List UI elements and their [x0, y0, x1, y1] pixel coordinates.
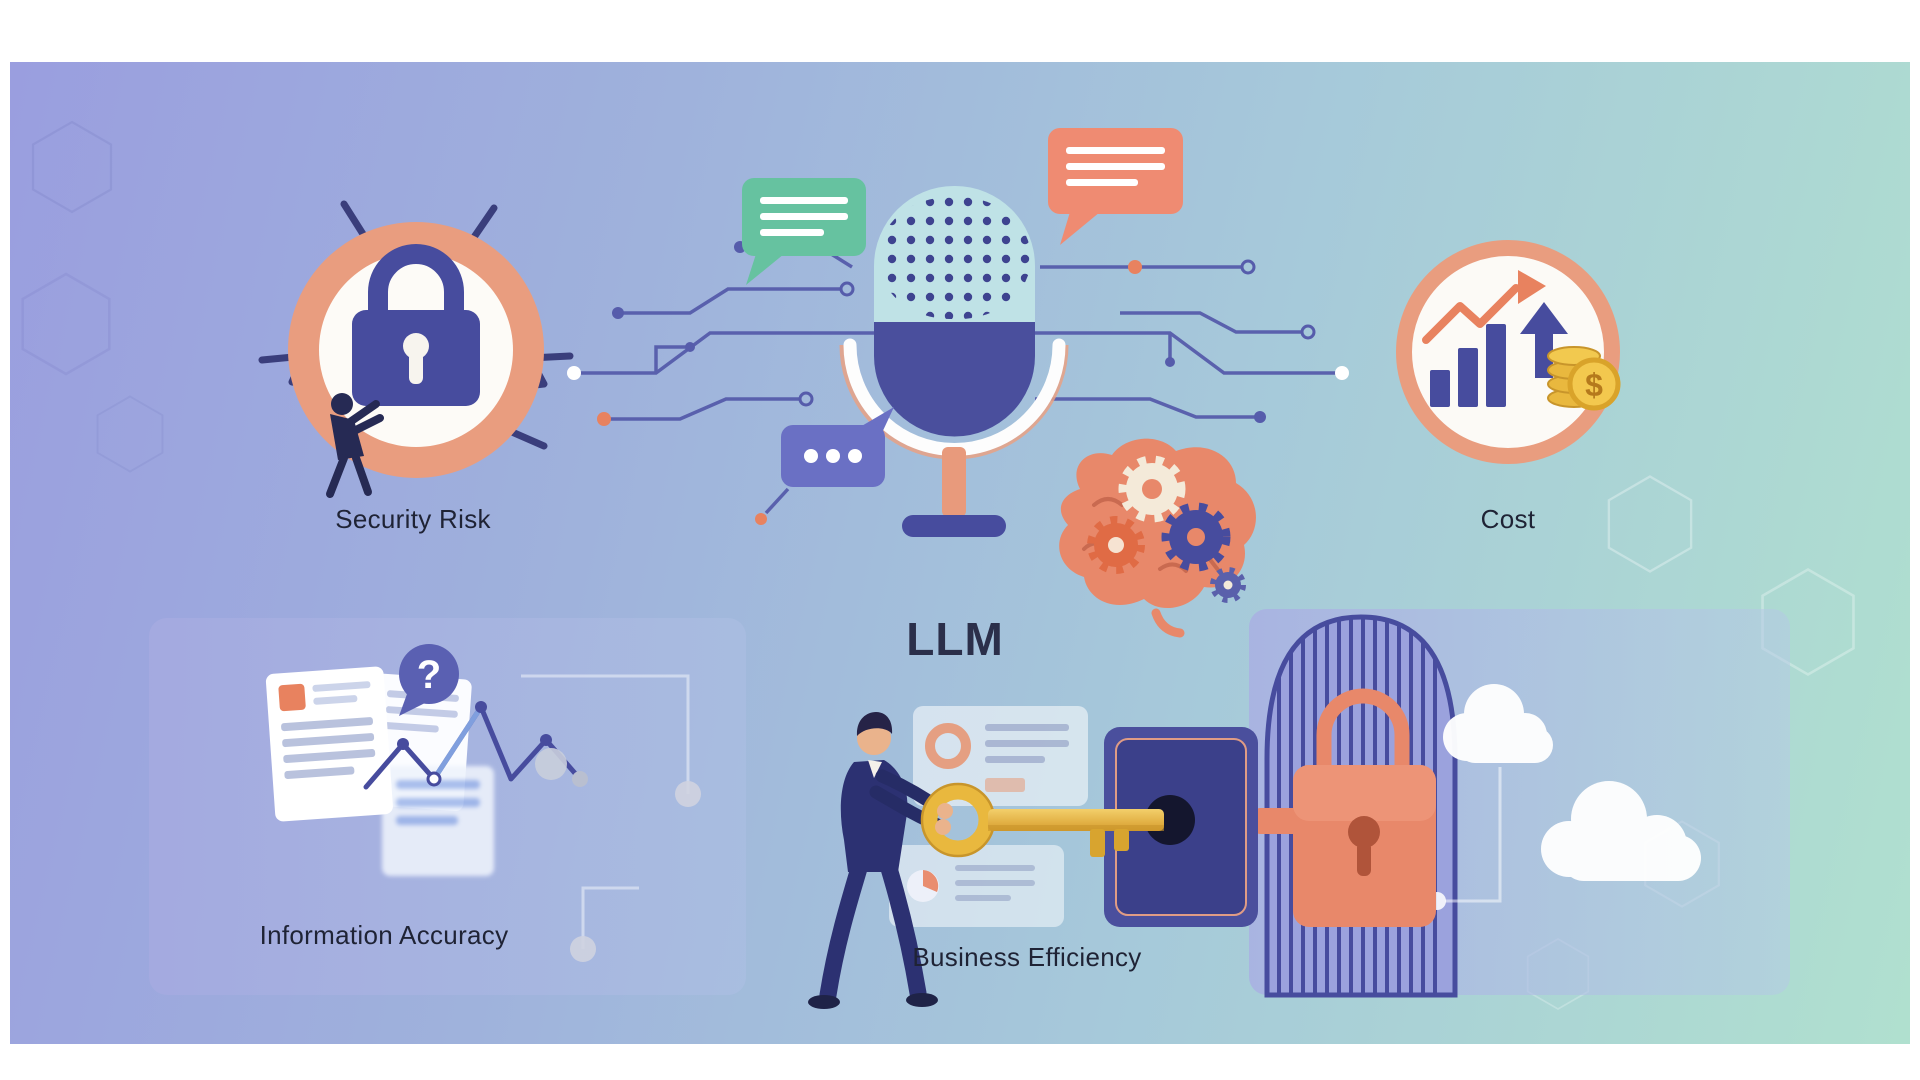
gradient-scene: ? [10, 62, 1910, 1044]
cloud-icon [1541, 781, 1701, 881]
speech-bubble-salmon-icon [1048, 128, 1183, 245]
security-risk-badge [258, 200, 574, 498]
business-efficiency-cluster [808, 688, 1436, 1009]
gear-icon [1161, 502, 1231, 572]
label-security-risk: Security Risk [335, 504, 491, 534]
cost-badge: $ [1396, 240, 1621, 464]
svg-text:$: $ [1585, 367, 1603, 403]
line-chart-icon [363, 701, 588, 790]
cloud-icon [1443, 684, 1553, 763]
key-icon [920, 782, 1164, 858]
hand [935, 819, 951, 835]
gear-icon [1118, 455, 1186, 523]
documents-chart-icon [265, 666, 494, 876]
padlock-icon [1293, 688, 1436, 927]
label-information-accuracy: Information Accuracy [259, 920, 509, 950]
speech-bubble-green-icon [742, 178, 866, 285]
cracked-padlock-icon [352, 244, 480, 406]
person-silhouette-icon [326, 393, 384, 498]
growth-chart-coins-icon: $ [1422, 270, 1621, 411]
speech-bubble-dots-icon [781, 407, 894, 487]
microphone-icon [839, 186, 1069, 537]
dashboard-card-icon [889, 845, 1064, 927]
brain-gears-icon [1059, 438, 1256, 638]
lock-mechanism-icon [1104, 727, 1300, 927]
label-cost: Cost [1480, 504, 1536, 534]
gear-icon [1210, 567, 1246, 603]
gear-icon [1087, 516, 1145, 574]
llm-microphone-cluster [567, 128, 1349, 638]
question-mark-icon: ? [399, 644, 459, 716]
dashboard-card-icon [913, 706, 1088, 806]
information-accuracy-panel: ? [149, 618, 746, 995]
label-business-efficiency: Business Efficiency [912, 942, 1142, 972]
hand [937, 803, 953, 819]
connector-dot [675, 781, 701, 807]
svg-text:?: ? [417, 653, 441, 697]
man-with-key-icon [808, 712, 949, 1009]
label-llm: LLM [906, 613, 1004, 665]
connector-dot [570, 936, 596, 962]
